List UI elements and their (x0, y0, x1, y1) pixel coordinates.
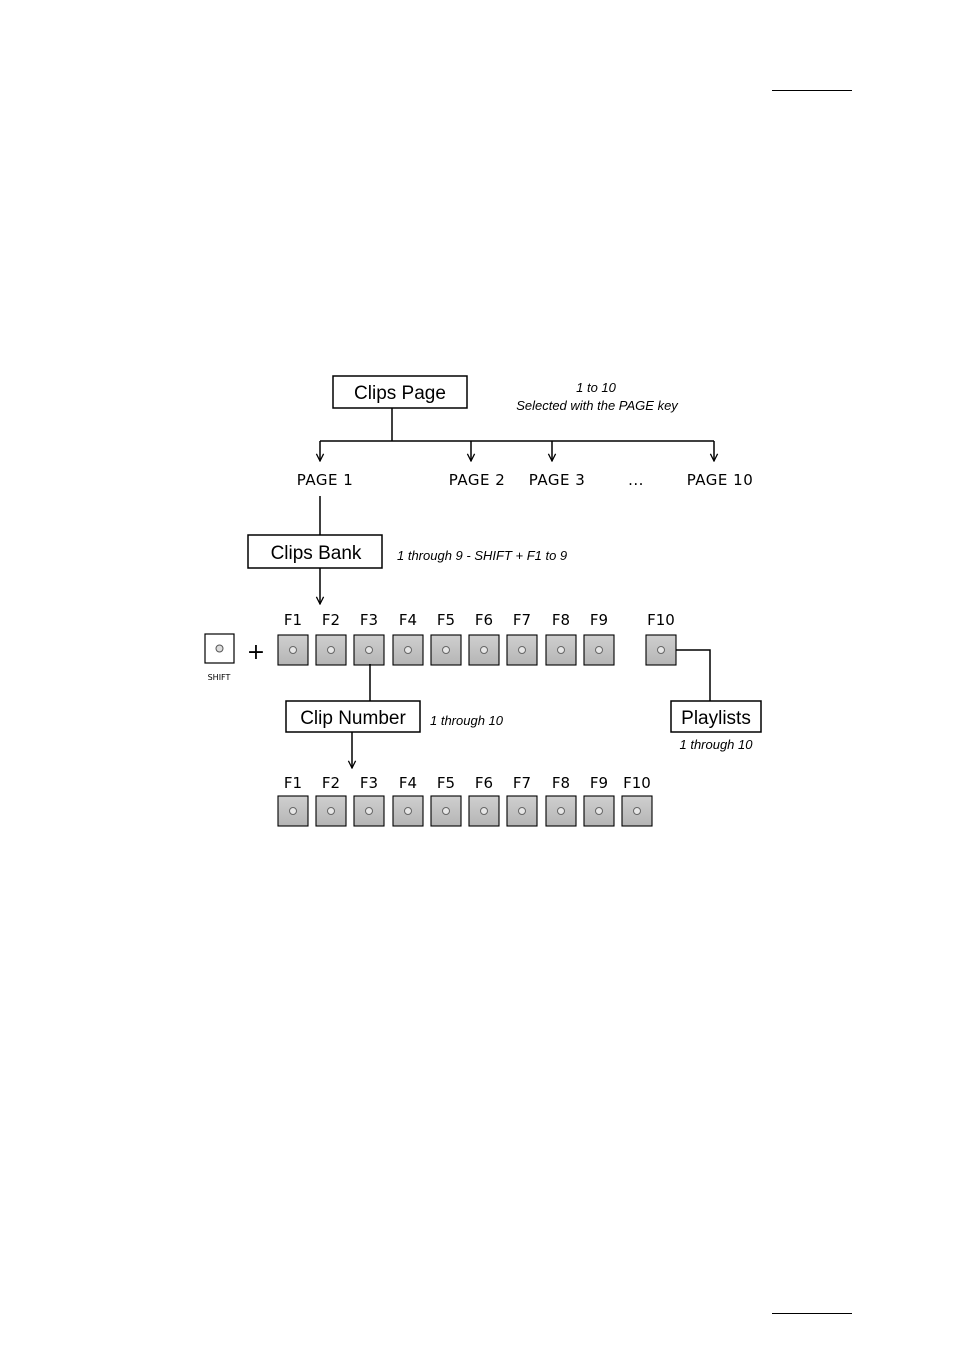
plus-sign: + (247, 640, 265, 665)
bank-key-f5 (431, 635, 461, 665)
bank-key-f2 (316, 635, 346, 665)
bank-key-f5-label: F5 (437, 611, 455, 629)
clip-keys-row: F1 F2 F3 F4 F5 F6 F7 F8 F9 F10 (278, 774, 652, 826)
bank-key-f6-label: F6 (475, 611, 493, 629)
clip-key-f7 (507, 796, 537, 826)
playlists-note: 1 through 10 (679, 737, 753, 752)
clip-key-f4 (393, 796, 423, 826)
bank-key-f10-label: F10 (647, 611, 675, 629)
bank-key-f4 (393, 635, 423, 665)
clip-key-f9 (584, 796, 614, 826)
bank-key-f3-label: F3 (360, 611, 378, 629)
page-10-label: PAGE 10 (687, 471, 754, 489)
shift-key (205, 634, 234, 663)
clip-key-f8 (546, 796, 576, 826)
clip-key-f10 (622, 796, 652, 826)
page-connectors (320, 408, 714, 461)
clip-key-f3-label: F3 (360, 774, 378, 792)
bank-key-f8 (546, 635, 576, 665)
bank-key-f6 (469, 635, 499, 665)
clip-key-f2 (316, 796, 346, 826)
clips-page-label: Clips Page (354, 383, 446, 404)
clip-key-f4-label: F4 (399, 774, 417, 792)
bank-key-f10 (646, 635, 676, 665)
clip-number-label: Clip Number (300, 708, 406, 729)
clips-page-range-note: 1 to 10 (576, 380, 617, 395)
page-2-label: PAGE 2 (449, 471, 506, 489)
bank-key-f2-label: F2 (322, 611, 340, 629)
clip-number-note: 1 through 10 (430, 713, 504, 728)
clip-key-f9-label: F9 (590, 774, 608, 792)
clip-key-f8-label: F8 (552, 774, 570, 792)
bank-key-f1 (278, 635, 308, 665)
clips-bank-label: Clips Bank (271, 543, 362, 564)
clip-key-f2-label: F2 (322, 774, 340, 792)
bank-key-f9-label: F9 (590, 611, 608, 629)
clip-key-f7-label: F7 (513, 774, 531, 792)
clips-page-selection-note: Selected with the PAGE key (516, 398, 679, 413)
clip-key-f1 (278, 796, 308, 826)
clip-key-f5 (431, 796, 461, 826)
bank-key-f9 (584, 635, 614, 665)
page-3-label: PAGE 3 (529, 471, 586, 489)
playlists-label: Playlists (681, 708, 751, 729)
clip-key-f10-label: F10 (623, 774, 651, 792)
clip-key-f6 (469, 796, 499, 826)
bank-key-f8-label: F8 (552, 611, 570, 629)
clip-key-f6-label: F6 (475, 774, 493, 792)
bank-key-f3 (354, 635, 384, 665)
bank-key-f7 (507, 635, 537, 665)
playlists-node: Playlists (671, 701, 761, 732)
clip-key-f5-label: F5 (437, 774, 455, 792)
bank-key-f1-label: F1 (284, 611, 302, 629)
bank-keys-row: F1 F2 F3 F4 F5 F6 F7 F8 F9 F10 (278, 611, 676, 665)
clip-key-f3 (354, 796, 384, 826)
page-1-label: PAGE 1 (297, 471, 354, 489)
bank-key-f7-label: F7 (513, 611, 531, 629)
ellipsis-label: ... (628, 471, 644, 489)
clips-bank-node: Clips Bank (248, 535, 382, 568)
f10-to-playlists-line (676, 650, 710, 701)
clips-bank-note: 1 through 9 - SHIFT + F1 to 9 (397, 548, 567, 563)
clip-number-node: Clip Number (286, 701, 420, 732)
bank-key-f4-label: F4 (399, 611, 417, 629)
clip-key-f1-label: F1 (284, 774, 302, 792)
clips-page-node: Clips Page (333, 376, 467, 408)
shift-key-label: SHIFT (208, 673, 231, 682)
